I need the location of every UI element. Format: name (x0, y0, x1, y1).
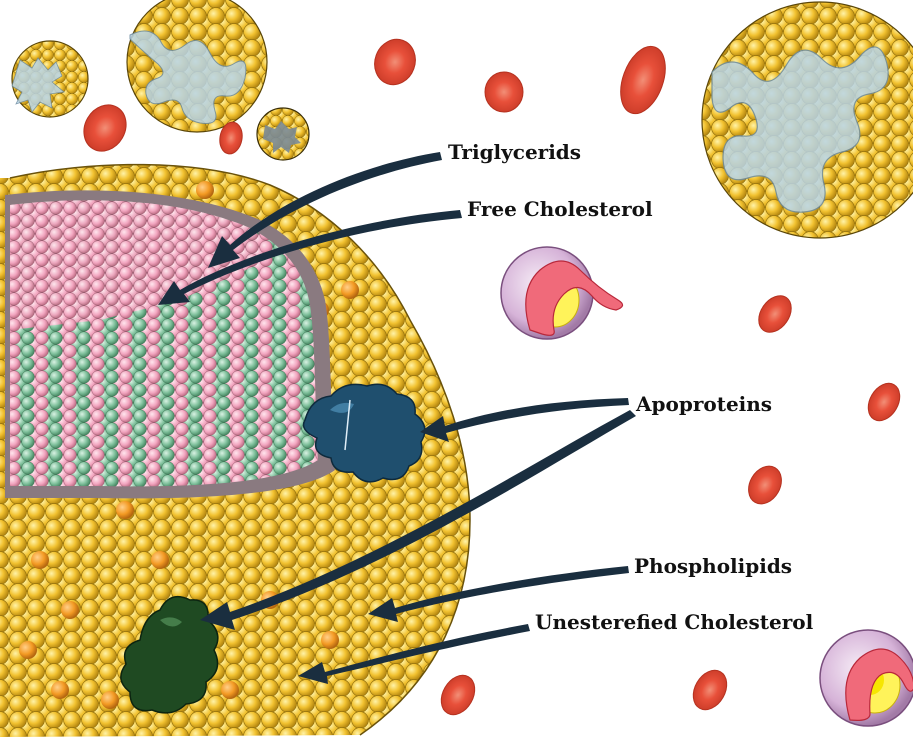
label-apoproteins: Apoproteins (636, 392, 772, 416)
red-blood-cell-icon (612, 40, 674, 119)
large-lipoprotein-particle (702, 2, 913, 238)
label-unesterefied-cholesterol: Unesterefied Cholesterol (535, 610, 813, 634)
main-lipoprotein-cutaway (0, 150, 636, 737)
small-lipoprotein-particle (12, 41, 88, 117)
tiny-lipoprotein-particle (257, 108, 309, 160)
red-blood-cell-icon (368, 34, 421, 91)
cell-with-nucleus-icon (501, 247, 623, 339)
medium-lipoprotein-particle (127, 0, 267, 132)
red-blood-cell-icon (687, 664, 734, 715)
red-blood-cell-icon (485, 72, 523, 112)
red-blood-cell-icon (435, 669, 482, 720)
red-blood-cell-icon (76, 97, 135, 159)
cell-with-nucleus-icon (820, 630, 913, 726)
red-blood-cell-icon (862, 378, 906, 427)
red-blood-cell-icon (742, 460, 788, 510)
label-phospholipids: Phospholipids (634, 554, 792, 578)
red-blood-cell-icon (752, 290, 798, 339)
label-triglycerids: Triglycerids (448, 140, 581, 164)
label-free-cholesterol: Free Cholesterol (467, 197, 653, 221)
